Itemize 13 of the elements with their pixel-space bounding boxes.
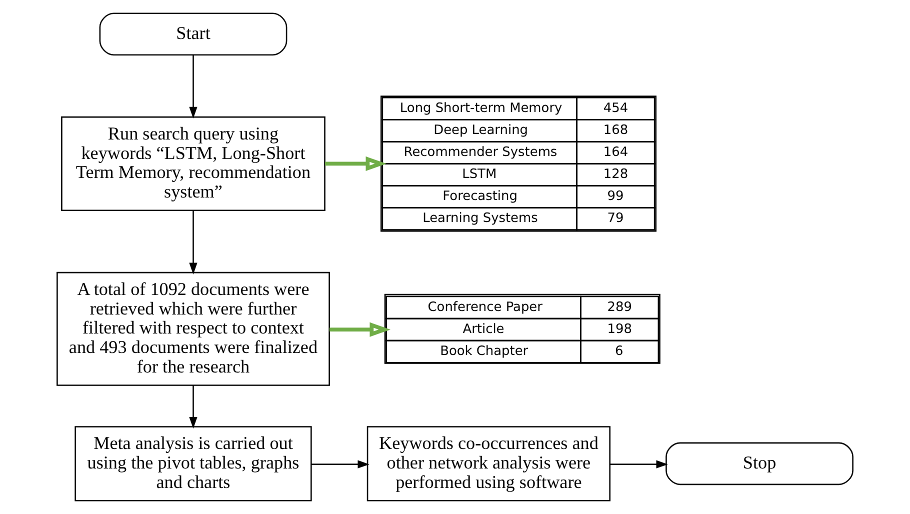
arrow bbox=[189, 210, 198, 274]
arrow bbox=[325, 156, 387, 171]
arrow bbox=[311, 460, 370, 468]
node-box: Keywords co-occurrences and other network analysis were performed using software bbox=[366, 426, 610, 502]
arrow bbox=[189, 54, 198, 119]
arrow bbox=[330, 322, 391, 337]
node-box: Run search query using keywords “LSTM, Long-Short Term Memory, recommendation system” bbox=[61, 116, 326, 211]
node-box: Meta analysis is carried out using the pivot tables, graphs and charts bbox=[74, 426, 312, 502]
node-box: Stop bbox=[666, 442, 854, 486]
node-box: Start bbox=[99, 12, 288, 56]
arrow bbox=[189, 385, 198, 429]
node-box: A total of 1092 documents were retrieved which were further filtered with respect to context and 493 documents were finalized for the research bbox=[56, 272, 330, 386]
arrow bbox=[610, 460, 668, 468]
